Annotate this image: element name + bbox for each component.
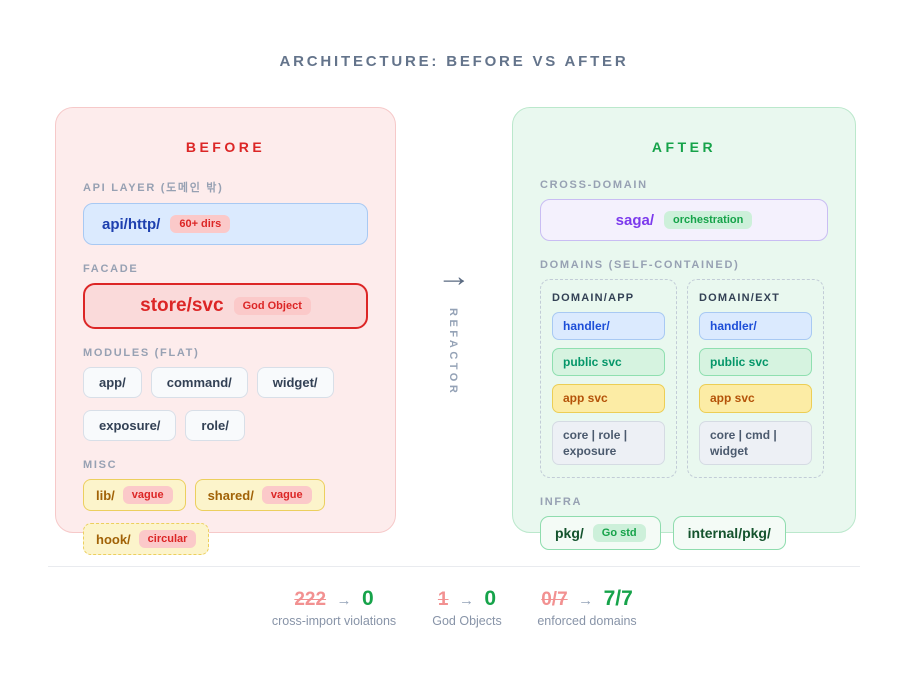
domain-ext-box: DOMAIN/EXT handler/ public svc app svc c… [687, 279, 824, 478]
stat-cross-import-label: cross-import violations [271, 614, 397, 628]
domain-ext-chip-public-svc: public svc [699, 348, 812, 377]
module-chip-exposure: exposure/ [83, 410, 177, 441]
stat-enforced-domains-old: 0/7 [541, 589, 568, 610]
api-http-badge: 60+ dirs [170, 215, 231, 233]
domain-app-chip-app-svc: app svc [552, 384, 665, 413]
domain-ext-chip-core: core | cmd | widget [699, 420, 812, 465]
domain-app-chip-core: core | role | exposure [552, 420, 665, 465]
misc-chip-hook-badge: circular [138, 530, 197, 548]
facade-label: FACADE [83, 263, 139, 275]
infra-chip-internal-pkg-name: internal/pkg/ [687, 524, 771, 541]
stat-cross-import-new: 0 [361, 587, 374, 610]
misc-chip-lib-name: lib/ [96, 487, 115, 503]
stat-arrow-icon: → [578, 592, 594, 609]
domain-app-chip-public-svc: public svc [552, 348, 665, 377]
domain-app-title: DOMAIN/APP [552, 292, 635, 304]
domains-row: DOMAIN/APP handler/ public svc app svc c… [540, 279, 828, 478]
misc-row-2: hook/ circular [83, 523, 368, 555]
stat-enforced-domains-label: enforced domains [537, 614, 637, 628]
domain-app-box: DOMAIN/APP handler/ public svc app svc c… [540, 279, 677, 478]
domain-app-chip-handler: handler/ [552, 312, 665, 341]
stat-arrow-icon: → [336, 592, 352, 609]
infra-chip-pkg-badge: Go std [592, 523, 646, 542]
stat-enforced-domains: 0/7 → 7/7 enforced domains [537, 587, 636, 628]
stat-god-objects-old: 1 [437, 589, 449, 610]
stat-cross-import-old: 222 [294, 589, 327, 610]
api-layer-label: API LAYER (도메인 밖) [83, 182, 224, 194]
domain-ext-chip-handler: handler/ [699, 312, 812, 341]
misc-chip-shared: shared/ vague [194, 479, 325, 511]
misc-chip-lib-badge: vague [122, 486, 173, 504]
saga-badge: orchestration [664, 211, 753, 229]
modules-label: MODULES (FLAT) [83, 347, 200, 359]
api-http-name: api/http/ [102, 215, 161, 233]
saga-name: saga/ [615, 211, 655, 229]
cross-domain-label: CROSS-DOMAIN [540, 179, 648, 191]
stat-cross-import-numbers: 222 → 0 [272, 587, 396, 611]
store-svc-badge: God Object [233, 297, 311, 315]
misc-row-1: lib/ vague shared/ vague [83, 479, 368, 511]
refactor-arrow-icon: → [436, 260, 472, 293]
store-svc-name: store/svc [140, 295, 224, 316]
module-chip-role: role/ [185, 410, 245, 441]
domain-ext-title: DOMAIN/EXT [699, 292, 781, 304]
store-svc-box: store/svc God Object [83, 283, 368, 329]
stat-god-objects-new: 0 [484, 587, 497, 610]
stat-god-objects-numbers: 1 → 0 [432, 587, 501, 611]
infra-chip-internal-pkg: internal/pkg/ [672, 515, 786, 550]
misc-chip-lib: lib/ vague [83, 479, 186, 511]
misc-chip-shared-name: shared/ [207, 487, 254, 503]
refactor-label: REFACTOR [447, 308, 459, 397]
stat-enforced-domains-new: 7/7 [603, 587, 633, 610]
domains-label: DOMAINS (SELF-CONTAINED) [540, 259, 740, 271]
api-http-box: api/http/ 60+ dirs [83, 203, 368, 245]
stat-arrow-icon: → [458, 592, 474, 609]
infra-chip-pkg-name: pkg/ [555, 524, 584, 541]
infra-row: pkg/ Go std internal/pkg/ [540, 515, 828, 550]
modules-row-2: exposure/ role/ [83, 410, 368, 441]
modules-row-1: app/ command/ widget/ [83, 367, 368, 398]
infra-chip-pkg: pkg/ Go std [540, 515, 661, 550]
before-panel: BEFORE API LAYER (도메인 밖) api/http/ 60+ d… [55, 107, 396, 555]
stat-enforced-domains-numbers: 0/7 → 7/7 [537, 587, 636, 611]
infra-label: INFRA [540, 495, 583, 508]
after-panel: AFTER CROSS-DOMAIN saga/ orchestration D… [512, 107, 856, 550]
misc-chip-shared-badge: vague [261, 486, 312, 504]
module-chip-app: app/ [83, 367, 142, 398]
stat-god-objects: 1 → 0 God Objects [432, 587, 501, 628]
misc-label: MISC [83, 459, 118, 471]
stat-cross-import-violations: 222 → 0 cross-import violations [272, 587, 396, 628]
misc-chip-hook: hook/ circular [83, 523, 210, 555]
module-chip-widget: widget/ [256, 367, 334, 398]
after-panel-title: AFTER [651, 139, 717, 155]
misc-chip-hook-name: hook/ [96, 531, 131, 547]
divider [48, 566, 860, 567]
before-panel-title: BEFORE [185, 139, 266, 155]
domain-ext-chip-app-svc: app svc [699, 384, 812, 413]
saga-box: saga/ orchestration [540, 199, 828, 241]
stat-god-objects-label: God Objects [432, 614, 502, 628]
page-title: ARCHITECTURE: BEFORE VS AFTER [279, 53, 629, 70]
module-chip-command: command/ [150, 367, 248, 398]
